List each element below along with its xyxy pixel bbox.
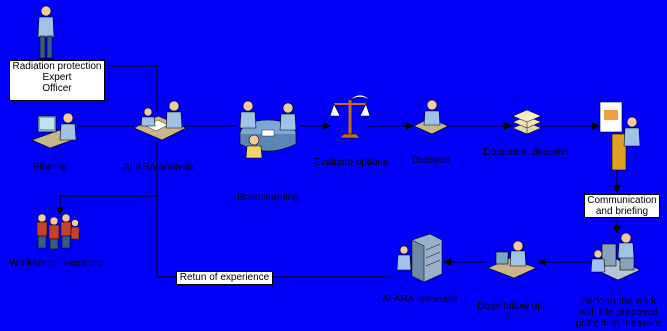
- expert-line-2: Expert: [42, 72, 72, 83]
- expert-line-3: Officer: [42, 83, 72, 94]
- workers-connector: [56, 195, 157, 215]
- database-server-icon: [396, 234, 443, 283]
- expert-to-analysis-connector: [103, 65, 158, 112]
- expert-line-1: Radiation protection: [12, 61, 102, 72]
- person-icon: [37, 5, 55, 61]
- documents-icon: [512, 109, 542, 135]
- communication-line-1: Communication: [587, 195, 657, 206]
- decision-label: Decision: [411, 155, 451, 166]
- communication-line-2: and briefing: [595, 206, 649, 217]
- control-room-icon: [590, 232, 641, 281]
- perform-line-3: protection measure: [575, 318, 662, 329]
- workers-group-icon: [36, 213, 80, 250]
- expert-box: Radiation protection Expert Officer: [9, 60, 105, 101]
- return-experience-box: Retun of experience: [176, 271, 273, 285]
- alara-database-label: ALARA database: [381, 294, 459, 305]
- return-experience-label: Retun of experience: [179, 272, 270, 283]
- analysis-table-icon: [133, 100, 187, 141]
- perform-line-2: with the proposed: [579, 307, 658, 318]
- computer-desk-icon: [31, 112, 79, 149]
- perform-line-1: Perform the work: [580, 296, 657, 307]
- communication-box: Communication and briefing: [584, 194, 660, 218]
- decision-desk-icon: [414, 99, 448, 135]
- meeting-icon: [239, 100, 297, 159]
- presenter-icon: [599, 101, 640, 171]
- perform-work-label: Perform the work with the proposed prote…: [570, 296, 667, 329]
- workers-label: Workers or operators: [9, 258, 103, 269]
- dose-follow-up-label: Dose follow up: [477, 301, 543, 312]
- planner-label: Planner: [32, 162, 68, 173]
- scales-icon: [330, 94, 370, 139]
- document-decision-label: Document decision: [483, 147, 569, 158]
- brainstorming-label: Brainstorming: [237, 192, 299, 203]
- alara-analysis-label: ALARA analysis: [123, 162, 195, 173]
- database-return-connector: [156, 142, 393, 278]
- evaluate-options-label: Evaluate options: [314, 157, 388, 168]
- follow-up-desk-icon: [488, 240, 537, 279]
